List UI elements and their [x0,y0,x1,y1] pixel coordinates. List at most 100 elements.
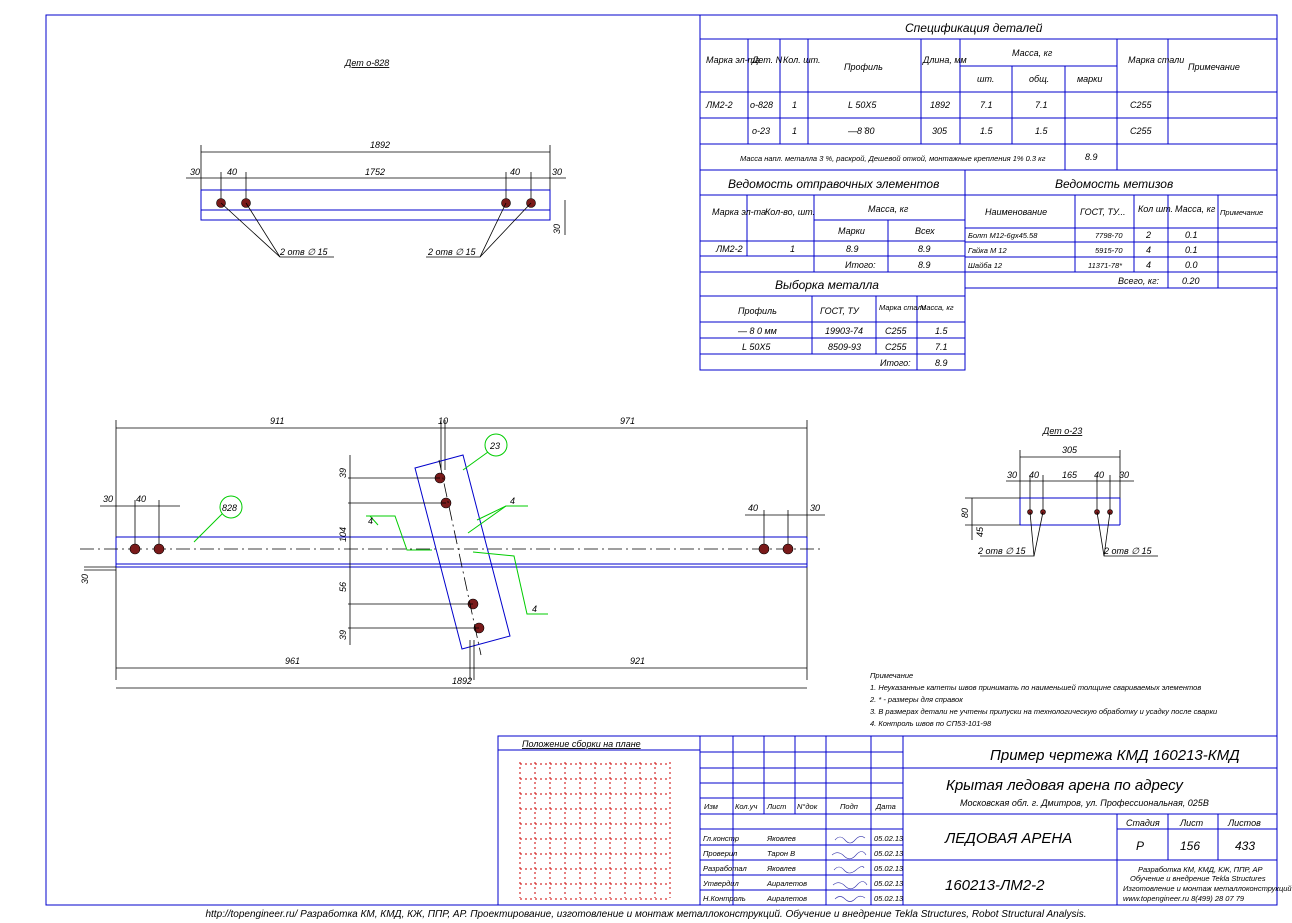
asm-v39a: 39 [338,468,348,478]
person-2-date: 05.02.13 [874,864,904,873]
person-1-date: 05.02.13 [874,849,904,858]
spec-h-mass-mark: марки [1077,74,1102,84]
dim-mid: 1752 [365,167,385,177]
shipping-total: 8.9 [918,260,931,270]
dim-left2: 40 [227,167,237,177]
metal-r1-gost: 8509-93 [828,342,861,352]
sheet-name: ЛЕДОВАЯ АРЕНА [944,830,1072,847]
spec-r0-length: 1892 [930,100,950,110]
sheet-value: 156 [1180,839,1200,853]
person-2-name: Яковлев [766,864,796,873]
shipping-h-mass-mark: Марки [838,226,865,236]
hardware-h-name: Наименование [985,207,1047,217]
asm-top-right: 971 [620,416,635,426]
person-0-name: Яковлев [766,834,796,843]
note-2: 2. * - размеры для справок [869,695,963,704]
asm-v56: 56 [338,582,348,592]
metal-r1-profile: L 50X5 [742,342,771,352]
asm-top-left: 911 [270,416,284,426]
asm-left-a: 30 [103,494,113,504]
spec-r1-steel: С255 [1130,126,1153,136]
asm-v104: 104 [338,527,348,542]
hardware-r2-mass: 0.0 [1185,260,1198,270]
detail-828-title: Дет о-828 [344,58,389,68]
org-line-0: Разработка КМ, КМД, КЖ, ППР, АР [1138,865,1263,874]
metal-total: 8.9 [935,358,948,368]
person-3-name: Аиралетов [766,879,807,888]
notes-title: Примечание [870,671,913,680]
dim-right: 30 [552,167,562,177]
col-sign: Подп [840,802,858,811]
metal-r0-mass: 1.5 [935,326,949,336]
shipping-h-mass-all: Всех [915,226,935,236]
spec-r0-pc: 7.1 [980,100,993,110]
spec-r0-total: 7.1 [1035,100,1048,110]
stage-value: Р [1136,839,1144,853]
spec-r1-profile: —8 ̆80 [847,126,875,136]
hardware-r2-name: Шайба 12 [968,261,1003,270]
metal-title: Выборка металла [775,278,879,292]
sheets-label: Листов [1227,818,1261,828]
spec-r1-total: 1.5 [1035,126,1049,136]
hardware-h-note: Примечание [1220,208,1263,217]
asm-right-b: 30 [810,503,820,513]
plan-grid [519,762,671,900]
person-3-date: 05.02.13 [874,879,904,888]
detail-828-view: Дет о-828 1892 30 40 1752 40 30 30 2 отв… [186,58,566,258]
shipping-table: Ведомость отправочных элементов Марка эл… [699,169,966,273]
d23-c: 165 [1062,470,1078,480]
hardware-h-gost: ГОСТ, ТУ... [1080,207,1126,217]
asm-bot-right: 921 [630,656,645,666]
hardware-total-label: Всего, кг: [1118,276,1160,286]
person-4-date: 05.02.13 [874,894,904,903]
hardware-r1-gost: 5915-70 [1095,246,1123,255]
dim-height: 30 [552,224,562,234]
d23-holes-right: 2 отв ∅ 15 [1103,546,1153,556]
asm-bot-left: 961 [285,656,300,666]
metal-h-mass: Масса, кг [920,303,954,312]
spec-h-steel: Марка стали [1128,55,1184,65]
spec-footer-mass: 8.9 [1085,152,1098,162]
d23-e: 30 [1119,470,1129,480]
metal-h-profile: Профиль [738,306,777,316]
weld-2: 4 [510,496,515,506]
person-1-name: Тарон В [767,849,795,858]
org-line-3: www.topengineer.ru 8(499) 28 07 79 [1123,894,1245,903]
spec-r1-length: 305 [932,126,948,136]
note-1: 1. Неуказанные катеты швов принимать по … [870,683,1201,692]
sheets-value: 433 [1235,839,1255,853]
bottom-caption: http://topengineer.ru/ Разработка КМ, КМ… [205,909,1087,920]
hardware-r0-name: Болт М12-6gх45.58 [968,231,1038,240]
asm-right-a: 40 [748,503,758,513]
d23-d: 40 [1094,470,1104,480]
metal-table: Выборка металла Профиль ГОСТ, ТУ Марка с… [699,271,966,371]
d23-total: 305 [1062,445,1078,455]
spec-h-mass-pc: шт. [977,74,994,84]
holes-left-label: 2 отв ∅ 15 [279,247,329,257]
plan-title: Положение сборки на плане [522,739,641,749]
person-3-role: Утвердил [702,879,739,888]
d23-h: 80 [960,508,970,518]
assembly-view: 911 10 971 30 40 40 30 30 [80,416,825,689]
shipping-total-label: Итого: [845,260,876,270]
spec-r1-pc: 1.5 [980,126,994,136]
person-4-role: Н.Контроль [703,894,746,903]
metal-h-steel: Марка стали [879,303,927,312]
metal-total-label: Итого: [880,358,911,368]
shipping-h-mass: Масса, кг [868,204,909,214]
hardware-r2-qty: 4 [1146,260,1151,270]
person-1-role: Проверил [703,849,738,858]
spec-h-mass: Масса, кг [1012,48,1053,58]
holes-right-label: 2 отв ∅ 15 [427,247,477,257]
metal-r0-profile: — 8 0 мм [737,326,777,336]
hardware-r1-qty: 4 [1146,245,1151,255]
hardware-r1-mass: 0.1 [1185,245,1198,255]
d23-a: 30 [1007,470,1017,480]
spec-h-mass-total: общ. [1029,74,1049,84]
spec-r1-det: о-23 [752,126,770,136]
hardware-h-mass: Масса, кг [1175,204,1216,214]
shipping-title: Ведомость отправочных элементов [728,177,939,191]
person-0-role: Гл.констр [703,834,739,843]
spec-r1-qty: 1 [792,126,797,136]
